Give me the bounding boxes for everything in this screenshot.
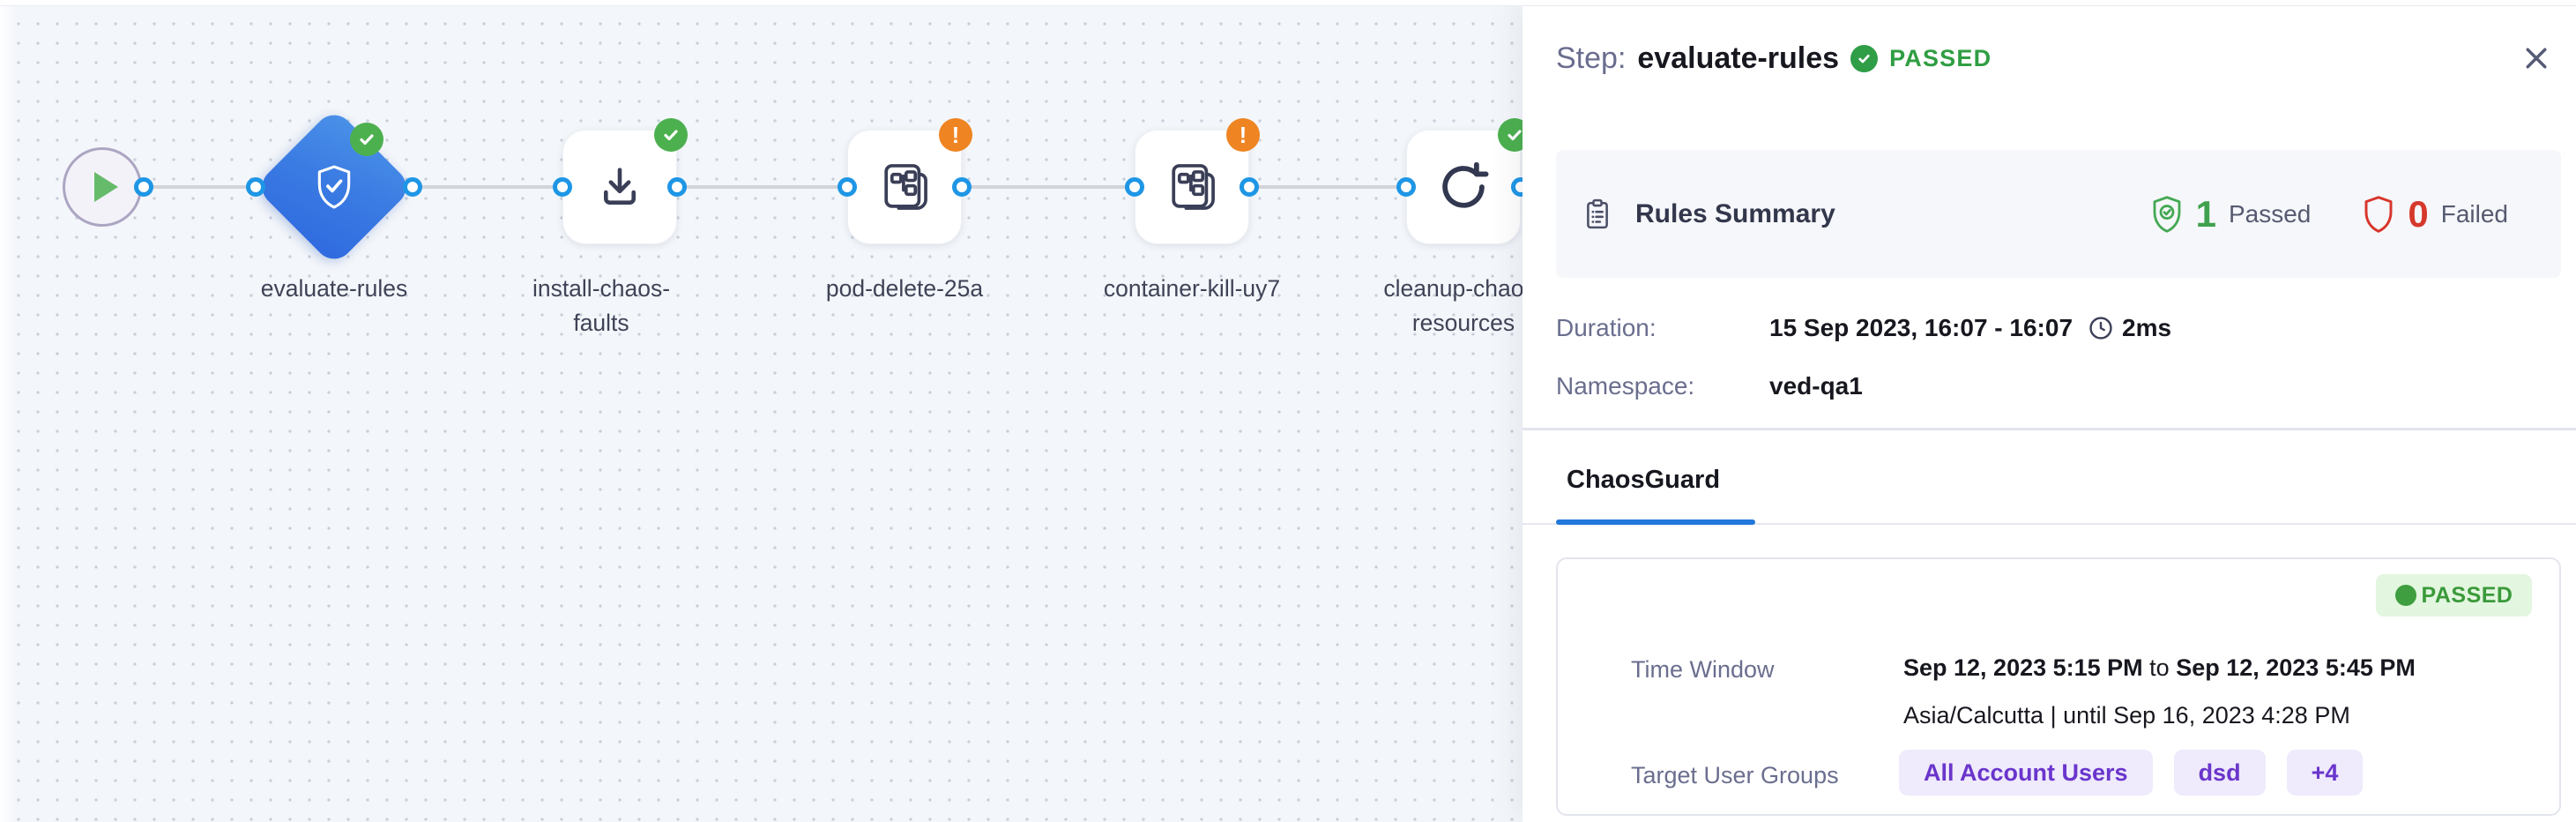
edge-start-evaluate (144, 185, 256, 189)
failed-count: 0 (2408, 192, 2429, 235)
timezone-value: Asia/Calcutta | until Sep 16, 2023 4:28 … (1903, 702, 2350, 729)
node-label: pod-delete-25a (825, 275, 984, 302)
node-label: install-chaos-faults (532, 275, 671, 336)
tab-chaosguard[interactable]: ChaosGuard (1567, 466, 1721, 494)
duration-value: 15 Sep 2023, 16:07 - 16:07 (1769, 314, 2073, 341)
time-window-label: Time Window (1631, 656, 1775, 683)
start-node[interactable] (63, 147, 142, 227)
duration-label: Duration: (1556, 314, 1657, 341)
section-divider (1523, 428, 2576, 430)
edge-containerkill-cleanup (1249, 185, 1406, 189)
status-dot-icon (2394, 585, 2416, 606)
namespace-label: Namespace: (1556, 372, 1695, 400)
panel-header: Step: evaluate-rules PASSED (1556, 35, 1992, 81)
shield-pass-icon (2153, 195, 2181, 233)
chaosguard-rule-card: test-1-20-x PASSED Time Window Sep 12, 2… (1556, 557, 2561, 816)
node-label: container-kill-uy7 (1103, 275, 1281, 302)
shield-check-icon (278, 131, 391, 243)
node-evaluate-rules[interactable] (254, 107, 414, 267)
step-name: evaluate-rules (1637, 41, 1840, 75)
rules-summary-counts: 1 Passed 0 Failed (2148, 193, 2535, 235)
namespace-row: Namespace: ved-qa1 (1556, 369, 1863, 404)
step-status-badge: PASSED (1889, 44, 1992, 71)
clock-icon (2087, 314, 2115, 342)
port-install-out (667, 177, 687, 197)
port-poddelete-out (952, 177, 972, 197)
node-pod-delete-25a[interactable] (847, 130, 962, 244)
port-evaluate-out (403, 177, 422, 197)
port-install-in (553, 177, 572, 197)
target-user-groups-label: Target User Groups (1631, 762, 1839, 788)
clipboard-icon (1587, 198, 1608, 228)
play-icon (94, 172, 118, 202)
port-start-out (134, 177, 153, 197)
passed-count: 1 (2195, 192, 2216, 235)
status-passed-badge (350, 123, 383, 156)
port-cleanup-in (1396, 177, 1416, 197)
edge-evaluate-install (413, 185, 562, 189)
edge-poddelete-containerkill (962, 185, 1135, 189)
node-container-kill-uy7[interactable] (1135, 130, 1249, 244)
rules-summary-title: Rules Summary (1635, 198, 1835, 228)
status-warning-badge: ! (939, 118, 972, 152)
status-warning-badge: ! (1226, 118, 1260, 152)
status-passed-badge (654, 118, 688, 152)
target-user-groups: All Account Users dsd +4 (1899, 750, 2364, 796)
shield-fail-icon (2364, 195, 2393, 233)
canvas-left-fade (0, 0, 16, 822)
node-label: evaluate-rules (260, 275, 408, 302)
user-group-chip: All Account Users (1899, 750, 2153, 796)
refresh-icon (1442, 161, 1489, 208)
failed-label: Failed (2440, 199, 2508, 228)
port-evaluate-in (246, 177, 265, 197)
check-circle-icon (1850, 44, 1879, 72)
port-poddelete-in (838, 177, 857, 197)
port-containerkill-in (1125, 177, 1144, 197)
user-group-chip: +4 (2286, 750, 2364, 796)
passed-label: Passed (2228, 199, 2312, 228)
edge-install-poddelete (677, 185, 847, 189)
port-containerkill-out (1240, 177, 1259, 197)
user-group-chip: dsd (2173, 750, 2266, 796)
duration-elapsed: 2ms (2122, 314, 2172, 341)
namespace-value: ved-qa1 (1769, 372, 1863, 400)
chaos-fault-icon (884, 164, 927, 210)
time-window-value: Sep 12, 2023 5:15 PM to Sep 12, 2023 5:4… (1903, 654, 2416, 681)
rules-summary-card: Rules Summary 1 Passed 0 Failed (1556, 150, 2561, 278)
node-label: cleanup-chaos-resources (1383, 275, 1544, 336)
rule-status-badge: PASSED (2376, 574, 2532, 616)
step-prefix-label: Step: (1556, 41, 1627, 75)
chaos-fault-icon (1172, 164, 1215, 210)
tab-border (1523, 523, 2576, 525)
download-icon (603, 168, 637, 205)
tab-active-underline (1556, 519, 1755, 525)
node-cleanup-chaos-resources[interactable] (1406, 130, 1521, 244)
step-details-panel: Step: evaluate-rules PASSED Rules Summar… (1523, 0, 2576, 822)
top-border-strip (0, 0, 2576, 6)
close-icon[interactable] (2520, 42, 2552, 74)
duration-row: Duration: 15 Sep 2023, 16:07 - 16:07 2ms (1556, 310, 2171, 346)
